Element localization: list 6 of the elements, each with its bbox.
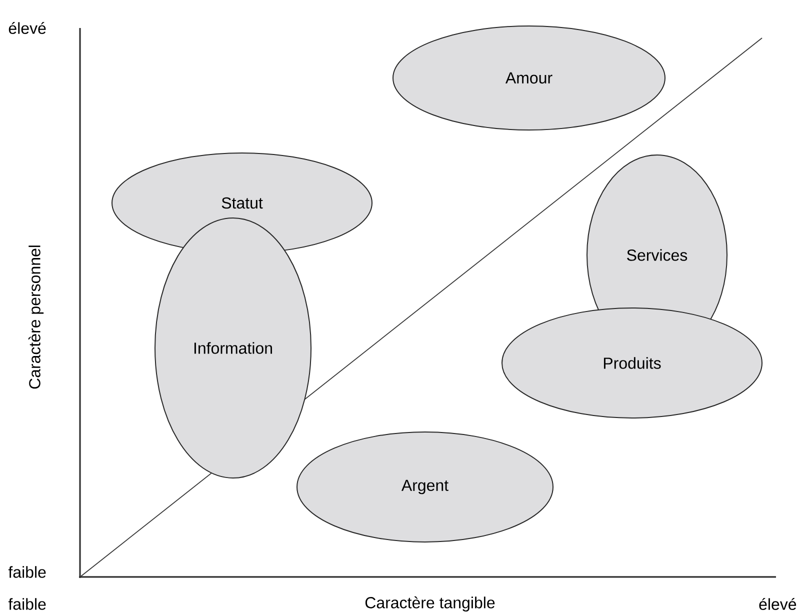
axis-label: Caractère personnel — [28, 246, 44, 389]
axis-label: faible — [8, 566, 46, 578]
axis-label: élevé — [8, 22, 46, 34]
axis-label: élevé — [759, 598, 796, 610]
axis-label: Caractère tangible — [365, 596, 495, 612]
axis-label: faible — [8, 598, 46, 610]
